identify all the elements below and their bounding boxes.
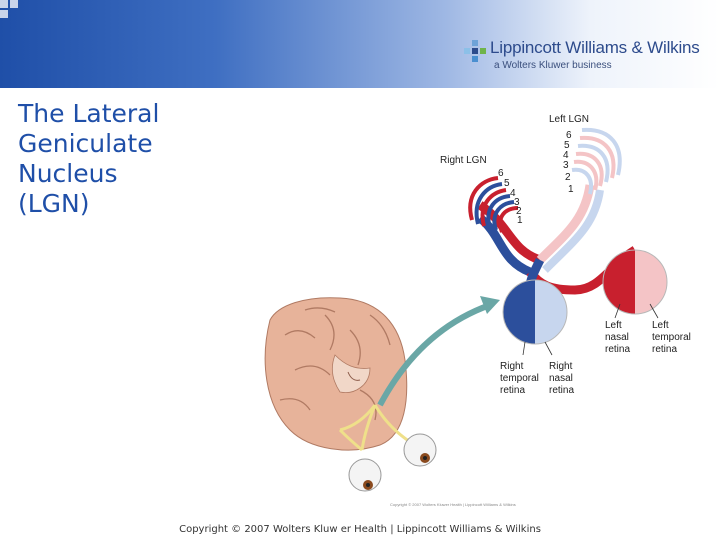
right-lgn-layer-number: 2 xyxy=(516,206,522,217)
footer-copyright: Copyright © 2007 Wolters Kluw er Health … xyxy=(179,524,541,535)
left-temporal-retina-label: Left temporal retina xyxy=(652,320,694,355)
left-lgn-layer-number: 6 xyxy=(566,130,572,141)
left-lgn-layer-number: 4 xyxy=(563,150,569,161)
title-line: The Lateral xyxy=(18,99,160,128)
right-lgn-layer-number: 6 xyxy=(498,168,504,179)
right-nasal-retina-label: Right nasal retina xyxy=(549,361,576,396)
header-banner xyxy=(0,0,720,88)
left-eye-retina-diagram xyxy=(602,249,668,315)
optic-tract-pale xyxy=(536,184,595,264)
right-lgn-layer-number: 5 xyxy=(504,178,510,189)
corner-square xyxy=(0,10,8,18)
optic-radiation-blue xyxy=(477,214,532,277)
corner-square xyxy=(0,0,8,8)
right-eye-retina-diagram xyxy=(502,279,568,345)
brain-illustration xyxy=(264,297,408,451)
left-lgn-label: Left LGN xyxy=(549,114,589,125)
right-lgn-label: Right LGN xyxy=(440,155,487,166)
title-line: (LGN) xyxy=(18,189,90,218)
eyeball-icon xyxy=(403,433,437,467)
right-lgn-layer-number: 3 xyxy=(514,197,520,208)
optic-tract-pale-blue xyxy=(542,189,604,273)
optic-pathway xyxy=(338,404,416,452)
title-line: Nucleus xyxy=(18,159,118,188)
slide-title: The Lateral Geniculate Nucleus (LGN) xyxy=(18,99,218,219)
lww-logo-icon xyxy=(464,40,486,62)
right-lgn-layer-number: 1 xyxy=(517,215,523,226)
eyeball-icon xyxy=(348,458,382,492)
title-line: Geniculate xyxy=(18,129,153,158)
right-lgn-layer-number: 4 xyxy=(510,188,516,199)
figure-credit: Copyright © 2007 Wolters Kluwer Health |… xyxy=(390,502,516,507)
lgn-diagram: Right LGN Left LGN 6 5 4 3 2 1 6 5 4 3 2… xyxy=(264,114,694,492)
left-nasal-retina-label: Left nasal retina xyxy=(605,320,632,355)
right-temporal-retina-label: Right temporal retina xyxy=(500,361,542,396)
left-lgn-layer-number: 3 xyxy=(563,160,569,171)
publisher-subtitle: a Wolters Kluwer business xyxy=(494,60,612,71)
leader-lines xyxy=(522,303,659,356)
arrow-icon xyxy=(377,296,500,407)
publisher-name: Lippincott Williams & Wilkins xyxy=(490,38,700,57)
corner-square xyxy=(10,0,18,8)
left-lgn-layer-number: 5 xyxy=(564,140,570,151)
left-lgn-layers xyxy=(571,127,622,195)
left-lgn-layer-number: 2 xyxy=(565,172,571,183)
left-lgn-layer-number: 1 xyxy=(568,184,574,195)
right-lgn-layers xyxy=(468,176,519,233)
